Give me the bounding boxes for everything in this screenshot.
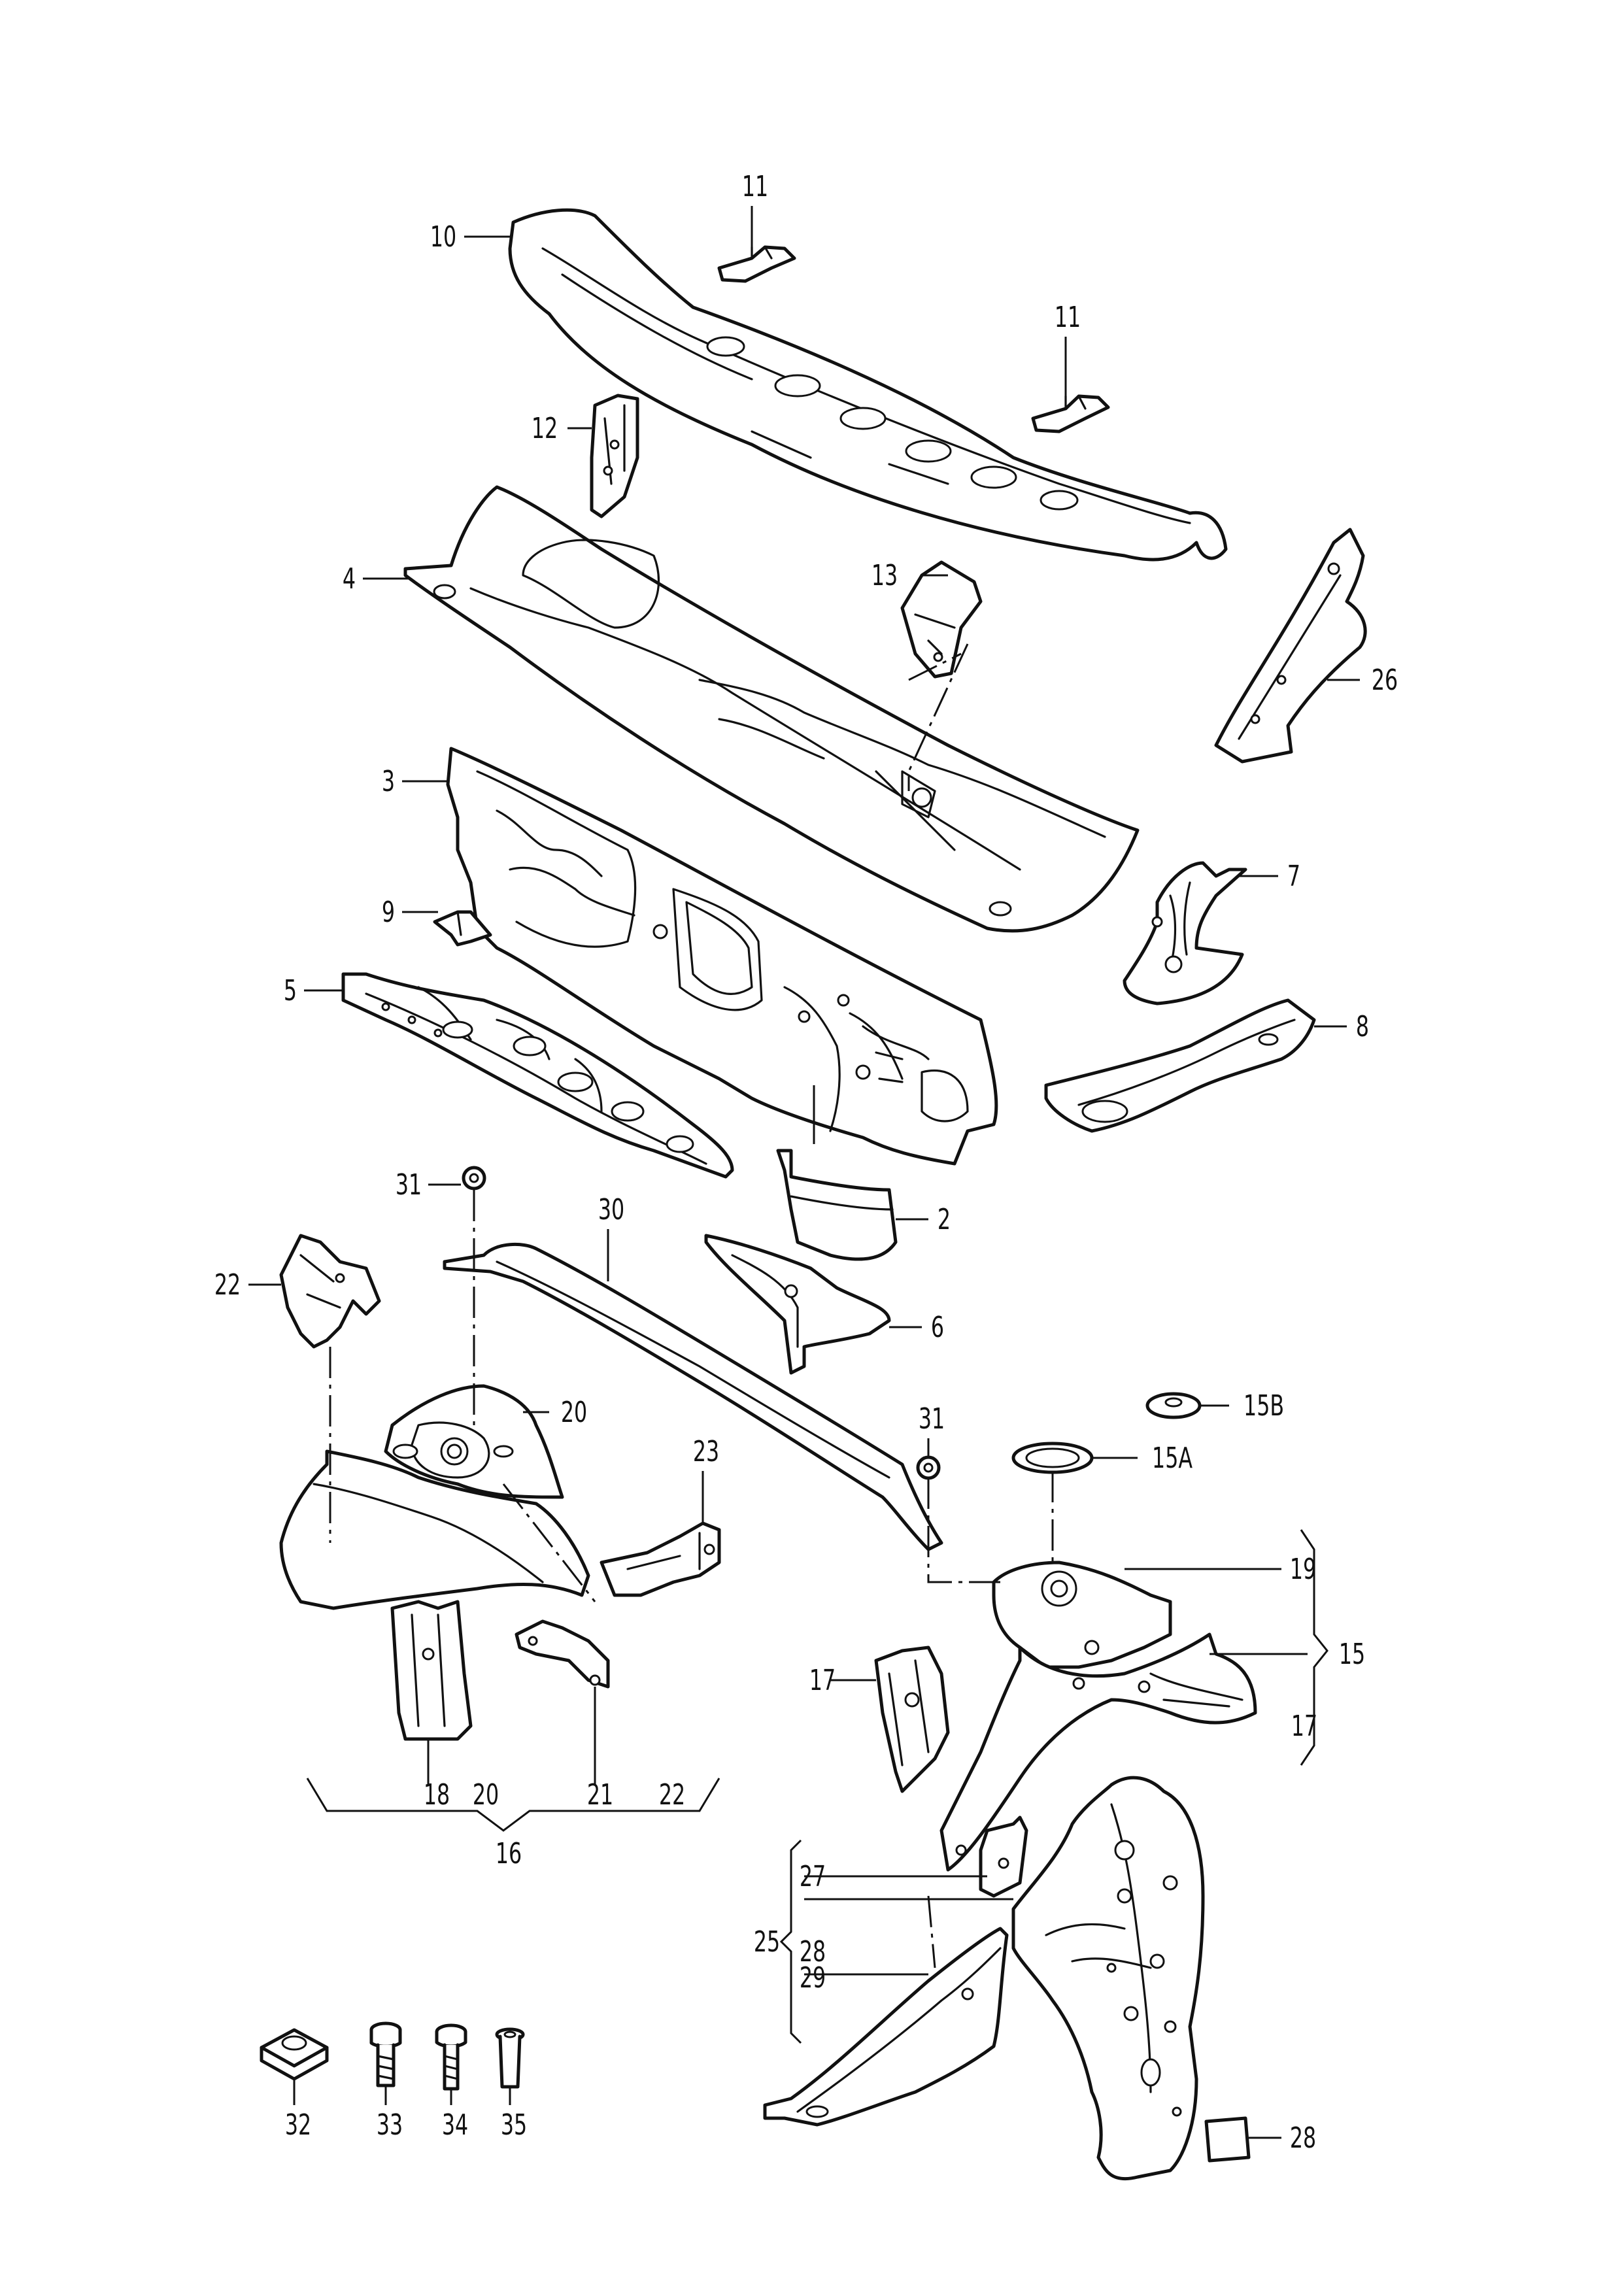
label-17-left: 17 <box>809 1664 836 1698</box>
label-11-right: 11 <box>1055 301 1081 335</box>
part-15-wheelhouse-right[interactable] <box>939 1561 1257 1872</box>
part-18-bracket[interactable] <box>390 1600 473 1741</box>
label-17-right: 17 <box>1291 1710 1317 1744</box>
part-5-cross-member[interactable] <box>341 972 734 1179</box>
part-30-strut-brace[interactable] <box>443 1242 943 1551</box>
part-17-bracket[interactable] <box>874 1646 950 1793</box>
part-8-reinforcement[interactable] <box>1044 998 1316 1133</box>
label-31-top: 31 <box>396 1168 422 1202</box>
label-15: 15 <box>1339 1638 1365 1672</box>
label-4: 4 <box>343 562 356 596</box>
label-31-right: 31 <box>919 1402 945 1436</box>
group-bracket-15 <box>1300 1529 1328 1766</box>
label-5: 5 <box>284 974 297 1008</box>
part-13-bracket[interactable] <box>900 560 983 679</box>
part-3-bulkhead[interactable] <box>446 747 998 1166</box>
label-30: 30 <box>598 1193 624 1227</box>
part-31-nut-right[interactable] <box>916 1455 941 1480</box>
part-6-bracket[interactable] <box>704 1234 891 1375</box>
part-12-bracket[interactable] <box>590 394 639 518</box>
part-4-plenum-panel[interactable] <box>403 485 1140 933</box>
part-22-bracket[interactable] <box>279 1234 381 1349</box>
label-15a: 15A <box>1152 1442 1193 1476</box>
part-27-bracket[interactable] <box>979 1815 1028 1898</box>
labels: 10 11 11 12 4 13 26 3 9 5 7 8 31 30 2 22… <box>214 170 1398 2155</box>
part-31-nut-top[interactable] <box>462 1166 486 1190</box>
label-3: 3 <box>382 765 395 799</box>
label-28-left: 28 <box>800 1935 826 1969</box>
leader-lines <box>248 206 1360 2139</box>
part-26-pillar-reinforcement[interactable] <box>1214 528 1367 764</box>
label-18: 18 <box>424 1778 450 1812</box>
part-25-side-member[interactable] <box>1011 1776 1205 2181</box>
part-32-nut[interactable] <box>260 2028 329 2081</box>
label-27: 27 <box>800 1860 826 1894</box>
label-16: 16 <box>496 1837 522 1871</box>
label-32: 32 <box>285 2108 311 2142</box>
label-15b: 15B <box>1243 1389 1284 1423</box>
label-2: 2 <box>938 1203 951 1237</box>
part-23-bracket[interactable] <box>600 1521 721 1597</box>
part-29-bracket[interactable] <box>763 1927 1009 2127</box>
label-20-top: 20 <box>561 1396 587 1430</box>
part-7-bracket[interactable] <box>1123 861 1247 1005</box>
label-6: 6 <box>931 1311 944 1345</box>
part-33-bolt[interactable] <box>369 2021 402 2087</box>
part-34-bolt[interactable] <box>435 2023 467 2091</box>
label-26: 26 <box>1372 664 1398 698</box>
part-9-clip[interactable] <box>433 910 492 947</box>
part-11-clip-right[interactable] <box>1031 394 1110 433</box>
label-22-bottom: 22 <box>659 1778 685 1812</box>
centerline-group <box>329 643 1054 1968</box>
label-33: 33 <box>377 2108 403 2142</box>
label-19: 19 <box>1290 1553 1316 1587</box>
part-15b-cap[interactable] <box>1145 1392 1202 1419</box>
label-22-top: 22 <box>214 1268 241 1302</box>
label-11-left: 11 <box>742 170 768 204</box>
group-bracket-16 <box>306 1778 720 1832</box>
label-20-bottom: 20 <box>473 1778 499 1812</box>
part-21-bracket[interactable] <box>515 1619 610 1689</box>
label-9: 9 <box>382 896 395 930</box>
part-15a-seal[interactable] <box>1011 1442 1094 1474</box>
label-12: 12 <box>532 412 558 446</box>
label-23: 23 <box>693 1435 719 1469</box>
group-bracket-25 <box>779 1839 802 2044</box>
label-13: 13 <box>871 559 898 593</box>
label-35: 35 <box>501 2108 527 2142</box>
label-29: 29 <box>800 1961 826 1995</box>
label-7: 7 <box>1287 860 1300 894</box>
label-10: 10 <box>430 220 456 254</box>
part-35-rivet-nut[interactable] <box>495 2027 525 2089</box>
label-8: 8 <box>1356 1010 1369 1044</box>
label-25: 25 <box>754 1925 780 1959</box>
part-11-clip-left[interactable] <box>717 245 796 283</box>
part-2-cover[interactable] <box>776 1149 898 1261</box>
part-16-wheelhouse-left[interactable] <box>279 1384 590 1610</box>
label-34: 34 <box>442 2108 468 2142</box>
label-21: 21 <box>587 1778 613 1812</box>
part-10-plenum-upper-panel[interactable] <box>508 208 1228 562</box>
part-28-plate[interactable] <box>1204 2116 1251 2163</box>
label-28-right: 28 <box>1290 2121 1316 2155</box>
